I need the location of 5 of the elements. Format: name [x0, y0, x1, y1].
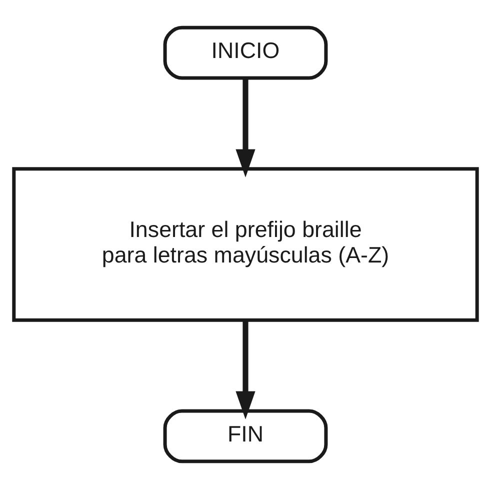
node-box: Insertar el prefijo braille para letras mayúsculas (A-Z)	[12, 166, 479, 322]
arrow	[236, 78, 256, 177]
node-box: INICIO	[163, 25, 328, 80]
node-box: FIN	[163, 408, 328, 463]
arrow	[236, 320, 256, 419]
